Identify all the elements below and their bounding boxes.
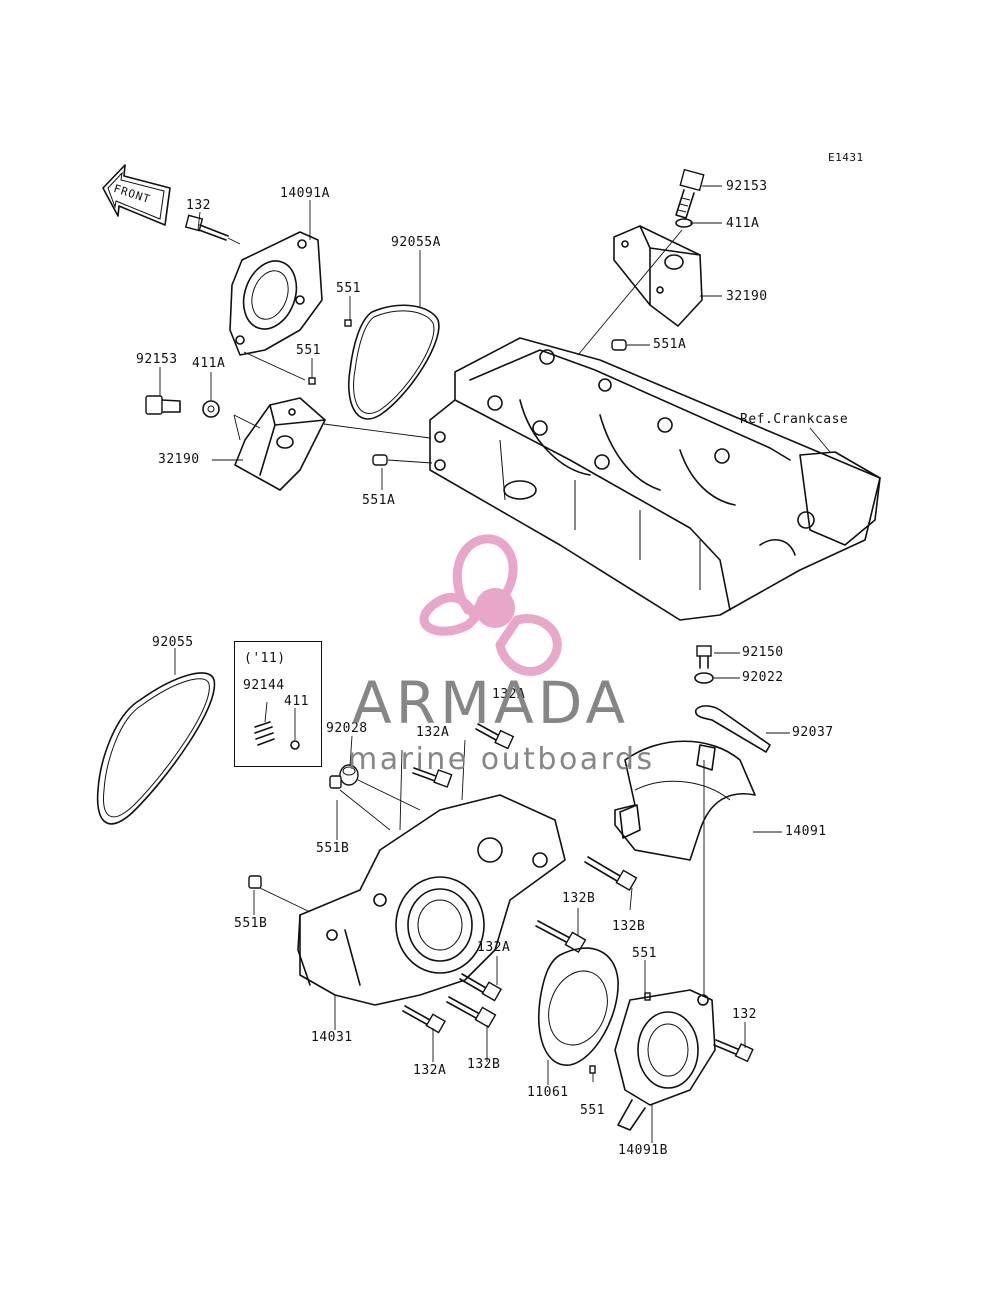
label-92037: 92037 xyxy=(792,725,834,740)
bolt-132-left xyxy=(184,214,229,241)
bolt-132B-c xyxy=(446,996,497,1029)
washer-411A-top xyxy=(675,218,693,228)
ref-code: E1431 xyxy=(828,151,864,164)
label-411: 411 xyxy=(284,694,309,709)
washer-92022 xyxy=(694,672,714,684)
bolt-92153-top xyxy=(675,168,705,219)
label-92144: 92144 xyxy=(243,678,285,693)
armada-logo-icon xyxy=(419,534,562,676)
label-551-a: 551 xyxy=(336,281,361,296)
label-92153-left: 92153 xyxy=(136,352,178,367)
label-14091: 14091 xyxy=(785,824,827,839)
cover-14091A xyxy=(229,231,323,356)
bolt-132-right xyxy=(713,1039,754,1063)
label-551A-left: 551A xyxy=(362,493,396,508)
label-132B-c: 132B xyxy=(467,1057,501,1072)
label-14031: 14031 xyxy=(311,1030,353,1045)
spring-92144 xyxy=(254,721,275,746)
washer-411 xyxy=(290,740,300,750)
label-92150: 92150 xyxy=(742,645,784,660)
label-11061: 11061 xyxy=(527,1085,569,1100)
bolt-92153-left xyxy=(145,395,181,415)
label-132B-a: 132B xyxy=(562,891,596,906)
pin-551A-top xyxy=(611,339,627,351)
cover-14091 xyxy=(614,740,756,861)
bolt-132A-d xyxy=(402,1005,447,1034)
pin-551-a xyxy=(344,319,352,327)
crankcase-half xyxy=(429,337,881,621)
pin-551B-b xyxy=(248,875,262,889)
front-arrow-icon xyxy=(102,164,171,226)
label-14091B: 14091B xyxy=(618,1143,668,1158)
washer-411A-left xyxy=(202,400,220,418)
cover-14091B xyxy=(614,989,716,1131)
pin-551A-left xyxy=(372,454,388,466)
watermark-brand: ARMADA xyxy=(352,669,630,737)
label-551A-top: 551A xyxy=(653,337,687,352)
label-32190-top: 32190 xyxy=(726,289,768,304)
collar-92028 xyxy=(339,764,359,786)
bracket-32190-top xyxy=(613,225,703,327)
label-132A-a: 132A xyxy=(492,687,526,702)
label-551B-a: 551B xyxy=(316,841,350,856)
bolt-92150 xyxy=(696,645,712,669)
bolt-132A-a xyxy=(475,723,515,750)
label-551-c: 551 xyxy=(632,946,657,961)
bolt-132B-a xyxy=(584,856,638,892)
pin-551-d xyxy=(589,1065,596,1074)
label-551-b: 551 xyxy=(296,343,321,358)
label-92022: 92022 xyxy=(742,670,784,685)
bracket-32190-left xyxy=(234,397,326,491)
label-132-right: 132 xyxy=(732,1007,757,1022)
gasket-92055 xyxy=(96,672,216,825)
label-551-d: 551 xyxy=(580,1103,605,1118)
gasket-11061 xyxy=(538,947,619,1066)
label-92055A: 92055A xyxy=(391,235,441,250)
bolt-132B-b xyxy=(535,920,587,954)
label-92028: 92028 xyxy=(326,721,368,736)
label-132A-b: 132A xyxy=(416,725,450,740)
label-32190-left: 32190 xyxy=(158,452,200,467)
label-411A-top: 411A xyxy=(726,216,760,231)
housing-14031 xyxy=(297,794,566,1006)
label-92153-top: 92153 xyxy=(726,179,768,194)
year-label: ('11) xyxy=(244,651,286,666)
strap-92037 xyxy=(694,705,771,753)
label-132-left: 132 xyxy=(186,198,211,213)
watermark-tagline: marine outboards xyxy=(348,742,655,777)
bolt-132A-c xyxy=(459,973,503,1002)
pin-551-b xyxy=(308,377,316,385)
bolt-132A-b xyxy=(412,767,453,788)
label-132A-d: 132A xyxy=(413,1063,447,1078)
gasket-92055A xyxy=(348,304,440,420)
label-132A-c: 132A xyxy=(477,940,511,955)
label-92055: 92055 xyxy=(152,635,194,650)
label-132B-b: 132B xyxy=(612,919,646,934)
pin-551B-a xyxy=(329,775,342,789)
leader-lines xyxy=(159,185,831,1143)
year-variant-box xyxy=(234,641,322,767)
label-14091A: 14091A xyxy=(280,186,330,201)
label-411A-left: 411A xyxy=(192,356,226,371)
ref-crankcase-label: Ref.Crankcase xyxy=(740,412,849,427)
label-551B-b: 551B xyxy=(234,916,268,931)
